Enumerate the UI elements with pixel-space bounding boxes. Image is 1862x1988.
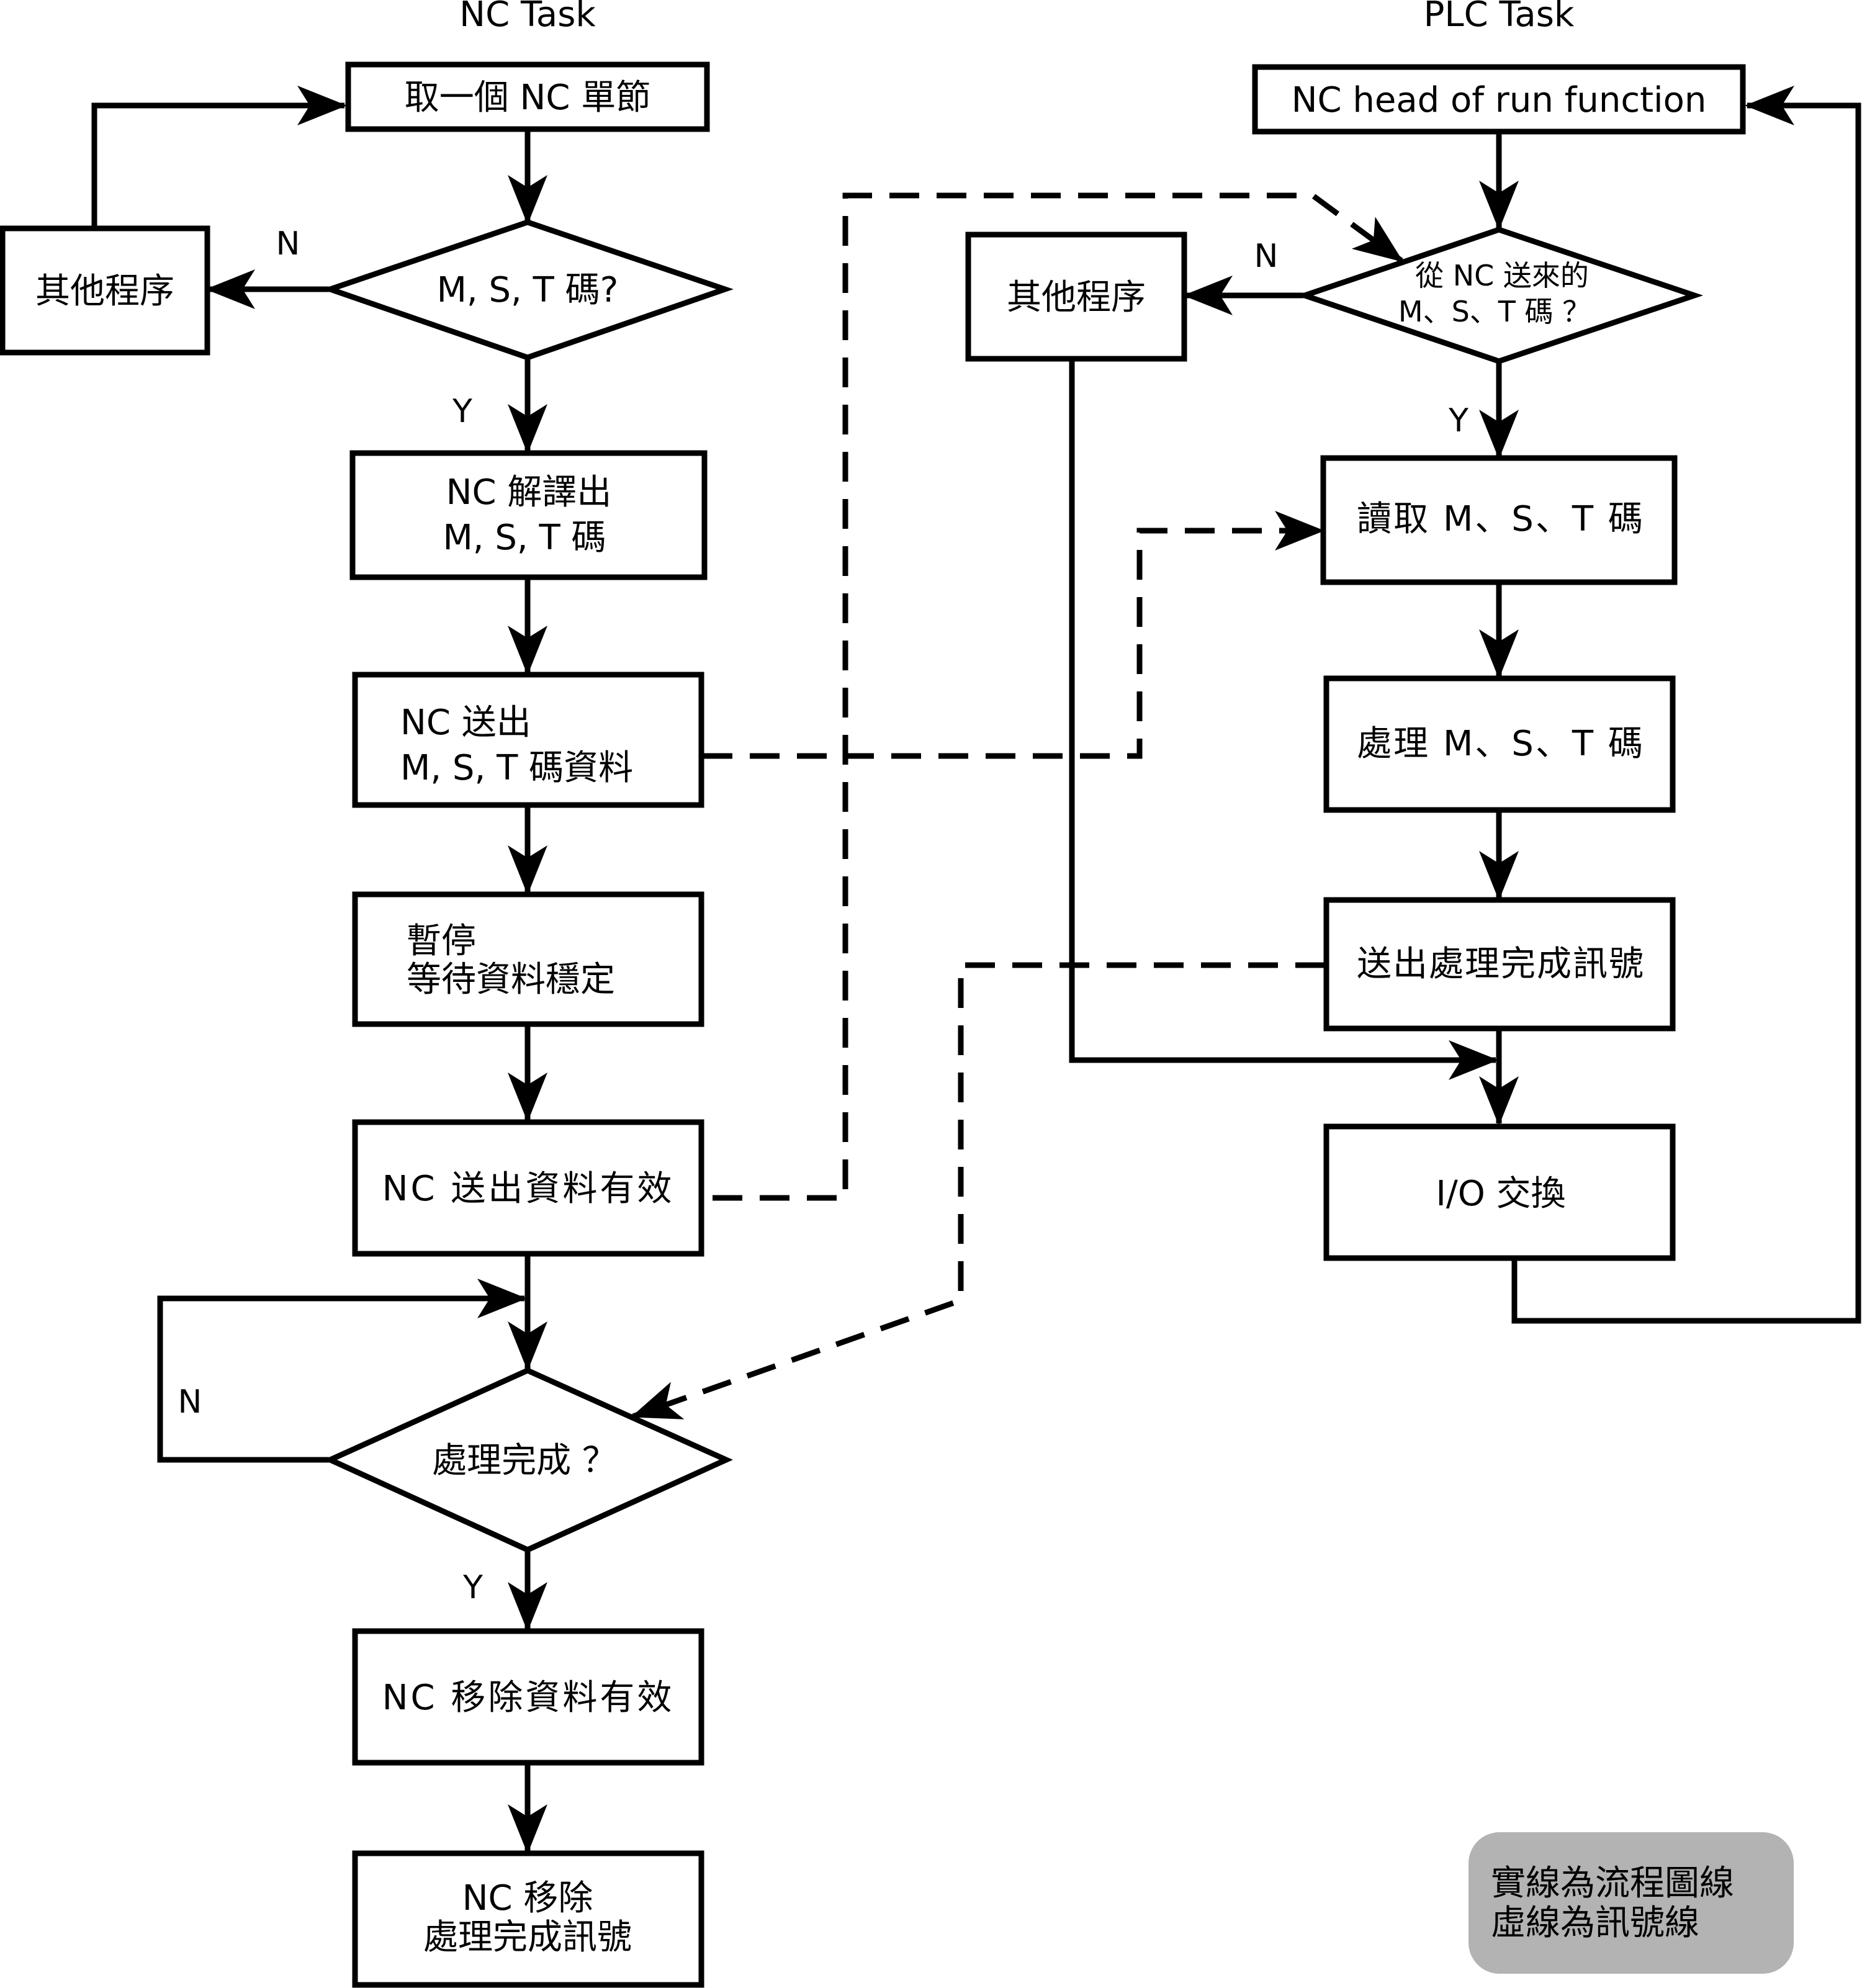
plc-flow-lines bbox=[1069, 86, 1861, 1324]
nc-done-yes-label: Y bbox=[462, 1569, 483, 1606]
nc-decision-mst: M, S, T 碼? bbox=[322, 219, 734, 361]
plc-send-done-box: 送出處理完成訊號 bbox=[1323, 897, 1676, 1032]
plc-process-mst-label: 處理 M、S、T 碼 bbox=[1357, 724, 1645, 764]
plc-head-of-run-box: NC head of run function bbox=[1252, 64, 1746, 135]
legend-background bbox=[1468, 1832, 1794, 1974]
plc-other-process-label: 其他程序 bbox=[1007, 277, 1146, 318]
plc-decision-yes-label: Y bbox=[1448, 402, 1468, 439]
plc-decision-line-1: 從 NC 送來的 bbox=[1415, 259, 1589, 292]
nc-remove-valid-label: NC 移除資料有效 bbox=[382, 1678, 675, 1718]
nc-decision-done-label: 處理完成 ？ bbox=[432, 1441, 617, 1481]
nc-other-process-label: 其他程序 bbox=[35, 271, 174, 312]
legend-line-1: 實線為流程圖線 bbox=[1491, 1863, 1734, 1904]
nc-other-process-box: 其他程序 bbox=[0, 225, 210, 356]
legend-box: 實線為流程圖線 虛線為訊號線 bbox=[1468, 1832, 1794, 1974]
nc-send-data-line-1: NC 送出 bbox=[400, 703, 531, 743]
plc-task-title: PLC Task bbox=[1424, 0, 1575, 35]
nc-decode-box: NC 解譯出 M, S, T 碼 bbox=[349, 450, 708, 580]
nc-remove-signal-box: NC 移除 處理完成訊號 bbox=[352, 1850, 704, 1988]
nc-decode-line-1: NC 解譯出 bbox=[446, 472, 612, 513]
plc-send-done-label: 送出處理完成訊號 bbox=[1357, 944, 1645, 984]
nc-mst-no-label: N bbox=[276, 225, 300, 263]
plc-decision-from-nc: 從 NC 送來的 M、S、T 碼 ？ bbox=[1295, 227, 1704, 364]
plc-decision-line-2: M、S、T 碼 ？ bbox=[1398, 295, 1591, 328]
plc-read-mst-box: 讀取 M、S、T 碼 bbox=[1320, 455, 1678, 585]
plc-read-mst-label: 讀取 M、S、T 碼 bbox=[1357, 499, 1645, 539]
nc-remove-signal-line-2: 處理完成訊號 bbox=[423, 1917, 632, 1958]
nc-decision-mst-label: M, S, T 碼? bbox=[437, 270, 619, 310]
signal-lines bbox=[631, 192, 1404, 1419]
plc-decision-no-label: N bbox=[1254, 238, 1279, 275]
legend-line-2: 虛線為訊號線 bbox=[1491, 1903, 1699, 1943]
nc-done-no-label: N bbox=[178, 1383, 202, 1421]
plc-head-of-run-label: NC head of run function bbox=[1292, 80, 1707, 120]
plc-process-mst-box: 處理 M、S、T 碼 bbox=[1323, 675, 1676, 813]
nc-pause-line-1: 暫停 bbox=[407, 921, 476, 961]
nc-flow-lines bbox=[91, 86, 547, 1854]
nc-send-data-line-2: M, S, T 碼資料 bbox=[400, 748, 633, 788]
nc-fetch-block-label: 取一個 NC 單節 bbox=[405, 78, 651, 118]
nc-fetch-block-box: 取一個 NC 單節 bbox=[345, 61, 710, 132]
nc-send-valid-box: NC 送出資料有效 bbox=[352, 1119, 704, 1257]
plc-io-exchange-box: I/O 交換 bbox=[1323, 1123, 1676, 1261]
nc-decode-line-2: M, S, T 碼 bbox=[443, 518, 606, 558]
plc-io-exchange-label: I/O 交換 bbox=[1436, 1174, 1565, 1214]
nc-send-data-box: NC 送出 M, S, T 碼資料 bbox=[352, 672, 704, 808]
nc-pause-box: 暫停 等待資料穩定 bbox=[352, 891, 704, 1027]
nc-task-title: NC Task bbox=[459, 0, 596, 35]
nc-send-valid-label: NC 送出資料有效 bbox=[382, 1169, 675, 1209]
plc-other-process-box: 其他程序 bbox=[965, 232, 1187, 362]
branch-labels: N Y N Y N Y bbox=[178, 225, 1469, 1606]
nc-remove-signal-line-1: NC 移除 bbox=[462, 1878, 593, 1918]
nc-mst-yes-label: Y bbox=[452, 393, 472, 430]
nc-remove-valid-box: NC 移除資料有效 bbox=[352, 1628, 704, 1766]
nc-pause-line-2: 等待資料穩定 bbox=[407, 960, 615, 1000]
nc-decision-done: 處理完成 ？ bbox=[323, 1367, 733, 1553]
